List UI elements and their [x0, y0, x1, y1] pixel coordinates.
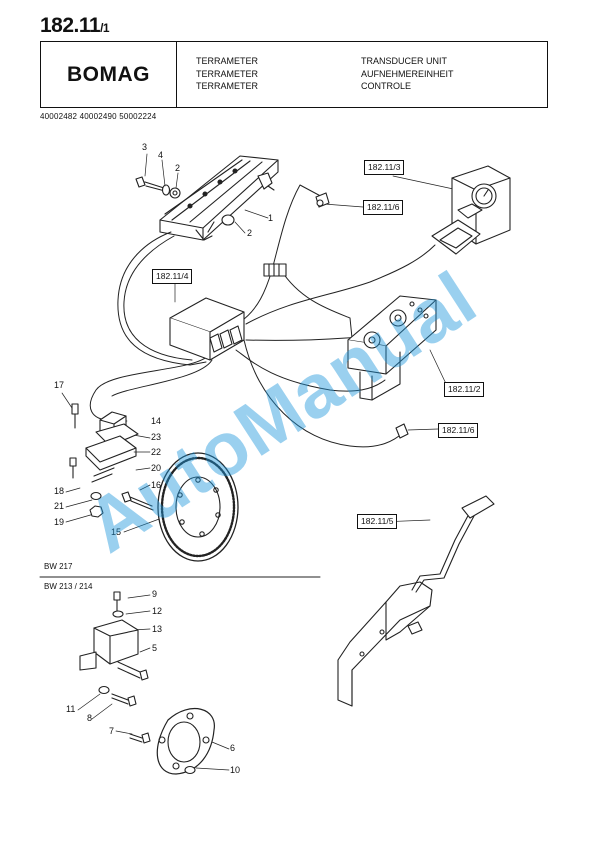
- ref-box-junction[interactable]: 182.11/4: [152, 269, 193, 284]
- display-unit: [431, 165, 511, 255]
- header-left-line: TERRAMETER: [196, 68, 259, 79]
- cables: [89, 184, 436, 448]
- part-number: 4: [158, 150, 164, 160]
- page-number-suffix: /1: [100, 21, 110, 35]
- nut-19: [89, 505, 104, 518]
- part-number: 2: [247, 228, 253, 238]
- nut-2-side: [221, 214, 235, 226]
- header-right-line: CONTROLE: [361, 81, 412, 91]
- part-number: 2: [175, 163, 181, 173]
- part-number: 11: [66, 704, 76, 714]
- bolt-8: [111, 693, 137, 707]
- logo-cell: BOMAG: [41, 42, 177, 107]
- part-number: 5: [152, 643, 158, 653]
- bomag-logo: BOMAG: [67, 62, 150, 86]
- page-number: 182.11/1: [40, 14, 110, 38]
- part-number: 19: [54, 517, 65, 527]
- ref-box-display[interactable]: 182.11/3: [364, 160, 405, 175]
- toothed-ring: [157, 452, 239, 562]
- header-left-column: TERRAMETER TERRAMETER TERRAMETER: [196, 55, 258, 93]
- part-number: 22: [151, 447, 162, 457]
- header-left-line: TERRAMETER: [196, 81, 259, 91]
- sensor-bracket-217: [85, 411, 139, 483]
- part-number: 21: [54, 501, 65, 511]
- part-number: 3: [142, 142, 148, 152]
- ref-box-connector-top[interactable]: 182.11/6: [363, 200, 404, 215]
- bolt-18: [69, 457, 77, 479]
- part-number: 17: [54, 380, 65, 390]
- part-number: 12: [152, 606, 163, 616]
- part-number: 10: [230, 765, 241, 775]
- part-number: 1: [268, 213, 274, 223]
- header-box: BOMAG TERRAMETER TERRAMETER TERRAMETER T…: [40, 41, 548, 108]
- sensor-connector: [395, 423, 409, 439]
- washer-11: [98, 685, 110, 695]
- cable-connector-top: [315, 192, 330, 208]
- part-number: 23: [151, 432, 162, 442]
- part-number: 20: [151, 463, 162, 473]
- header-right-column: TRANSDUCER UNIT AUFNEHMEREINHEIT CONTROL…: [361, 55, 454, 93]
- junction-box: [169, 297, 245, 361]
- nut-2-top-hole: [172, 190, 178, 196]
- washer-21: [90, 491, 102, 501]
- ref-box-control[interactable]: 182.11/2: [444, 382, 485, 397]
- reference-codes: 40002482 40002490 50002224: [40, 112, 157, 121]
- part-number: 6: [230, 743, 236, 753]
- bolt-7: [129, 732, 151, 744]
- part-number: 15: [111, 527, 122, 537]
- part-number: 8: [87, 713, 93, 723]
- bolt-17: [71, 403, 79, 429]
- nut-2-top: [169, 187, 181, 199]
- washer-10: [184, 765, 196, 775]
- part-number: 9: [152, 589, 158, 599]
- sensor-bracket-213: [79, 591, 149, 681]
- screw-3: [135, 176, 166, 192]
- flanged-ring: [156, 707, 215, 775]
- ref-box-connector-bottom[interactable]: 182.11/6: [438, 423, 479, 438]
- ref-box-pedal[interactable]: 182.11/5: [357, 514, 398, 529]
- part-number: 18: [54, 486, 65, 496]
- part-number: 13: [152, 624, 163, 634]
- control-box: [347, 295, 437, 401]
- header-left-line: TERRAMETER: [196, 56, 259, 66]
- part-number: 7: [109, 726, 115, 736]
- pedal-assembly: [337, 495, 495, 707]
- model-label-bw217: BW 217: [44, 562, 73, 571]
- header-right-line: TRANSDUCER UNIT: [361, 56, 448, 66]
- page-number-main: 182.11: [40, 14, 101, 37]
- part-number: 14: [151, 416, 162, 426]
- cable-clip: [263, 263, 287, 277]
- part-number: 16: [151, 480, 162, 490]
- model-label-bw213: BW 213 / 214: [44, 582, 93, 591]
- washer-4: [161, 184, 171, 196]
- header-right-line: AUFNEHMEREINHEIT: [361, 68, 454, 79]
- bolt-16: [121, 491, 154, 511]
